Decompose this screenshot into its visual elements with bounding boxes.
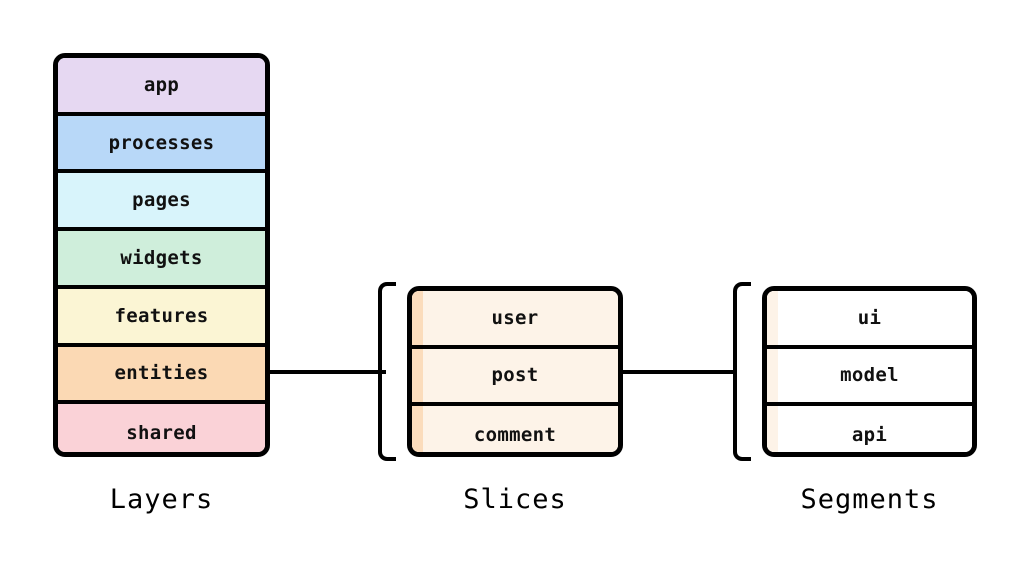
segment-label-ui: ui — [857, 306, 882, 329]
layer-label-app: app — [143, 73, 180, 96]
layers-stack: app processes pages widgets features ent… — [53, 53, 270, 457]
segment-accent-stripe — [767, 291, 778, 345]
layer-label-entities: entities — [114, 362, 209, 385]
layer-row-features[interactable]: features — [58, 288, 265, 347]
segment-row-ui[interactable]: ui — [767, 291, 972, 349]
layer-row-shared[interactable]: shared — [58, 404, 265, 452]
segment-label-model: model — [840, 364, 899, 387]
slice-accent-stripe — [412, 291, 423, 345]
caption-layers: Layers — [109, 484, 214, 515]
slice-row-post[interactable]: post — [412, 348, 618, 407]
layer-row-widgets[interactable]: widgets — [58, 231, 265, 289]
slice-label-user: user — [491, 306, 539, 329]
slice-row-comment[interactable]: comment — [412, 406, 618, 452]
connector-slices-to-segments — [623, 370, 737, 374]
layer-row-entities[interactable]: entities — [58, 346, 265, 405]
segment-accent-stripe — [767, 406, 778, 452]
segment-row-api[interactable]: api — [767, 406, 972, 452]
segment-row-model[interactable]: model — [767, 348, 972, 407]
layer-row-processes[interactable]: processes — [58, 115, 265, 174]
layer-label-pages: pages — [132, 189, 191, 212]
slice-row-user[interactable]: user — [412, 291, 618, 349]
connector-entities-to-slices — [270, 370, 386, 374]
slice-accent-stripe — [412, 348, 423, 403]
segment-accent-stripe — [767, 348, 778, 403]
bracket-segments — [733, 282, 751, 461]
caption-segments: Segments — [800, 484, 939, 515]
layer-label-processes: processes — [108, 131, 215, 154]
slice-label-comment: comment — [473, 424, 557, 447]
layer-label-widgets: widgets — [120, 246, 203, 269]
layer-row-app[interactable]: app — [58, 58, 265, 116]
segments-stack: ui model api — [762, 286, 977, 457]
slice-accent-stripe — [412, 406, 423, 452]
layer-label-shared: shared — [126, 422, 197, 445]
bracket-slices — [378, 282, 396, 461]
segment-label-api: api — [851, 424, 888, 447]
layer-row-pages[interactable]: pages — [58, 173, 265, 232]
slices-stack: user post comment — [407, 286, 623, 457]
caption-slices: Slices — [463, 484, 567, 515]
layer-label-features: features — [114, 304, 209, 327]
slice-label-post: post — [491, 364, 539, 387]
